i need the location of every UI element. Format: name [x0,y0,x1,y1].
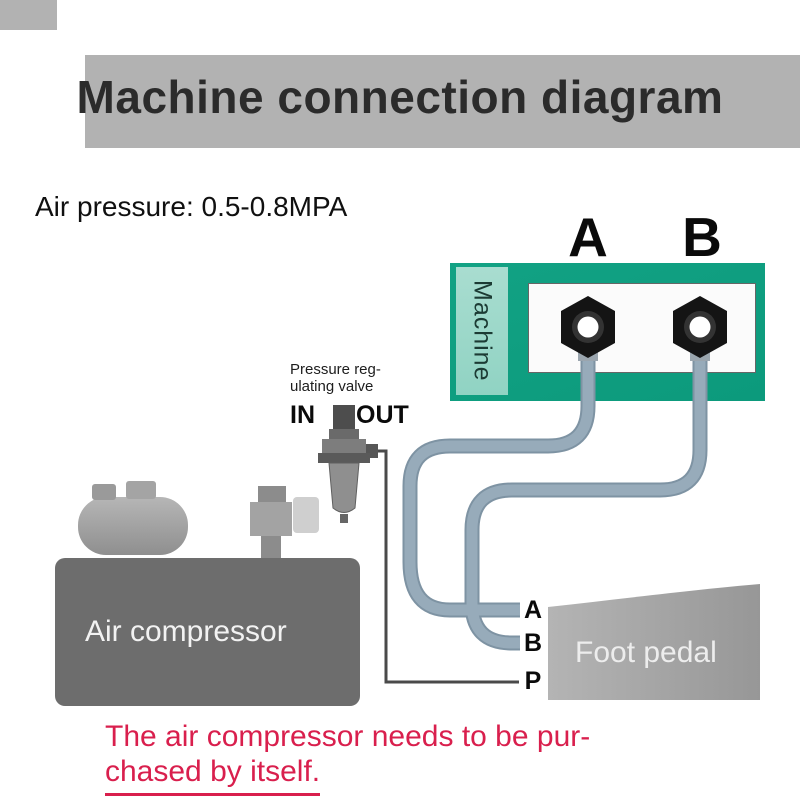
machine-label-strip: Machine [456,267,508,395]
supply-line-to-pedal [378,449,519,684]
tank-cap-icon [126,481,156,499]
air-pressure-label: Air pressure: 0.5-0.8MPA [35,191,348,222]
valve-caption-line2: ulating valve [290,378,374,395]
valve-top-port [333,405,355,429]
pedal-port-p-label: P [524,667,542,695]
purchase-note-line2: chased by itself. [105,755,321,796]
valve-caption: Pressure reg- ulating valve [290,361,381,395]
valve-flange [318,453,370,463]
pedal-port-a-label: A [523,596,543,624]
tank-cap-icon [92,484,116,500]
foot-pedal-label: Foot pedal [575,636,717,669]
valve-in-label: IN [290,401,315,429]
purchase-note-line2-text: chased by itself. [105,755,321,796]
compressor-tank [78,497,188,555]
valve-filter-bowl [328,462,360,513]
machine-port-b-label: B [682,206,722,268]
valve-out-label: OUT [356,401,409,429]
air-compressor-body: Air compressor [55,558,360,706]
valve-caption-line1: Pressure reg- [290,361,381,378]
machine-connector-panel [528,283,756,373]
corner-decoration [0,0,57,30]
pedal-port-b-label: B [523,629,543,657]
valve-out-elbow [360,444,378,458]
diagram-title: Machine connection diagram [76,71,724,123]
pipe-fitting [250,502,292,536]
machine-panel: Machine [450,263,765,401]
purchase-note-line1: The air compressor needs to be pur- [105,720,591,753]
valve-neck [329,429,359,439]
valve-elbow-fitting [293,497,319,533]
valve-drain [340,514,348,523]
machine-label: Machine [468,280,497,382]
pipe-fitting [258,486,286,502]
title-banner [85,55,800,148]
machine-port-a-label: A [568,206,608,268]
pipe-fitting [261,536,281,562]
valve-body [322,439,366,453]
air-compressor-label: Air compressor [85,615,287,648]
